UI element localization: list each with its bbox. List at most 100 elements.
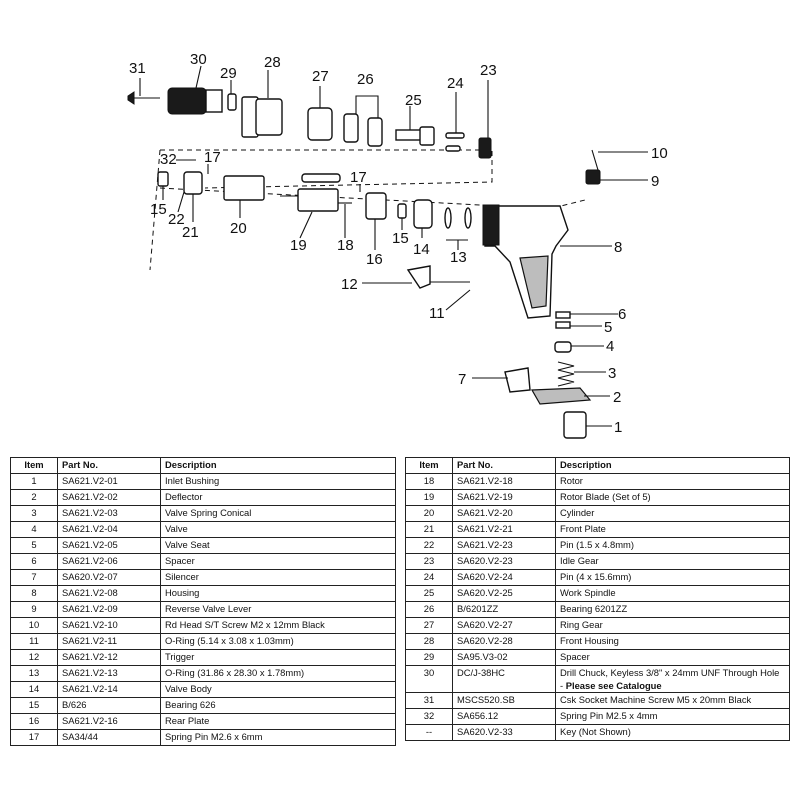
cell-description: Valve Seat bbox=[160, 537, 396, 554]
valve-seat-part bbox=[555, 321, 571, 329]
cell-item: 7 bbox=[10, 569, 58, 586]
cell-item: 12 bbox=[10, 649, 58, 666]
cell-description: Spacer bbox=[160, 553, 396, 570]
header-part-no: Part No. bbox=[452, 457, 556, 474]
cell-part-no: SA621.V2-09 bbox=[57, 601, 161, 618]
cell-part-no: SA621.V2-16 bbox=[57, 713, 161, 730]
cell-item: 29 bbox=[405, 649, 453, 666]
cell-description: Valve Body bbox=[160, 681, 396, 698]
trigger-part bbox=[406, 265, 431, 289]
cell-description-text: O-Ring (5.14 x 3.08 x 1.03mm) bbox=[165, 635, 294, 646]
cell-description-text: Valve Body bbox=[165, 683, 212, 694]
cell-part-no-text: SA621.V2-11 bbox=[62, 635, 118, 646]
cell-description-text: Valve bbox=[165, 523, 188, 534]
rear-plate-part bbox=[365, 192, 387, 220]
cell-description: Silencer bbox=[160, 569, 396, 586]
cell-description-text: Deflector bbox=[165, 491, 203, 502]
cell-part-no: SA621.V2-20 bbox=[452, 505, 556, 522]
cell-item: 10 bbox=[10, 617, 58, 634]
cell-part-no-text: SA621.V2-08 bbox=[62, 587, 118, 598]
cell-description: Valve bbox=[160, 521, 396, 538]
cell-description-text: Valve Seat bbox=[165, 539, 210, 550]
cell-part-no-text: SA620.V2-33 bbox=[457, 726, 513, 737]
cell-item: 17 bbox=[10, 729, 58, 746]
cell-description-text: Spring Pin M2.5 x 4mm bbox=[560, 710, 658, 721]
idle-gear-part bbox=[478, 137, 492, 159]
cell-description: Front Housing bbox=[555, 633, 790, 650]
cell-item: 20 bbox=[405, 505, 453, 522]
cell-description: Pin (1.5 x 4.8mm) bbox=[555, 537, 790, 554]
cell-part-no: SA620.V2-25 bbox=[452, 585, 556, 602]
cell-item-text: 16 bbox=[28, 715, 40, 726]
cell-description: Pin (4 x 15.6mm) bbox=[555, 569, 790, 586]
cell-item-text: 10 bbox=[28, 619, 40, 630]
callout-13: 13 bbox=[450, 249, 467, 266]
callout-15-b: 15 bbox=[392, 230, 409, 247]
inlet-bushing-part bbox=[563, 411, 587, 439]
cell-item-text: 6 bbox=[31, 555, 37, 566]
cell-part-no: SA621.V2-14 bbox=[57, 681, 161, 698]
pin-part-b bbox=[445, 145, 461, 152]
cell-description-text: Housing bbox=[165, 587, 200, 598]
cell-description-text: Trigger bbox=[165, 651, 195, 662]
rear-bearing-part bbox=[397, 203, 407, 219]
cell-part-no: SA621.V2-10 bbox=[57, 617, 161, 634]
cell-description-text: Key (Not Shown) bbox=[560, 726, 631, 737]
cell-item-text: 7 bbox=[31, 571, 37, 582]
cell-part-no: SA621.V2-12 bbox=[57, 649, 161, 666]
cell-item: 30 bbox=[405, 665, 453, 693]
callout-27: 27 bbox=[312, 68, 329, 85]
valve-part bbox=[554, 341, 572, 353]
cell-description: Idle Gear bbox=[555, 553, 790, 570]
cell-item-text: 3 bbox=[31, 507, 37, 518]
callout-29: 29 bbox=[220, 65, 237, 82]
cell-part-no-text: SA95.V3-02 bbox=[457, 651, 508, 662]
cell-part-no: SA621.V2-01 bbox=[57, 473, 161, 490]
cell-item: 24 bbox=[405, 569, 453, 586]
cell-part-no: SA621.V2-21 bbox=[452, 521, 556, 538]
cell-description: Bearing 626 bbox=[160, 697, 396, 714]
cell-description-text: Cylinder bbox=[560, 507, 595, 518]
cell-part-no: SA95.V3-02 bbox=[452, 649, 556, 666]
cell-description-text: Rotor Blade (Set of 5) bbox=[560, 491, 651, 502]
cell-item: 13 bbox=[10, 665, 58, 682]
cell-description-text: O-Ring (31.86 x 28.30 x 1.78mm) bbox=[165, 667, 305, 678]
cell-description: Bearing 6201ZZ bbox=[555, 601, 790, 618]
callout-19: 19 bbox=[290, 237, 307, 254]
cell-part-no-text: SA621.V2-02 bbox=[62, 491, 118, 502]
header-part-no: Part No. bbox=[57, 457, 161, 474]
cell-item-text: 26 bbox=[423, 603, 435, 614]
cell-description: Front Plate bbox=[555, 521, 790, 538]
cell-part-no: SA620.V2-33 bbox=[452, 724, 556, 741]
cell-item: 1 bbox=[10, 473, 58, 490]
callout-2: 2 bbox=[613, 389, 621, 406]
callout-28: 28 bbox=[264, 54, 281, 71]
header-description: Description bbox=[160, 457, 396, 474]
cell-part-no: SA621.V2-03 bbox=[57, 505, 161, 522]
cell-description: Spacer bbox=[555, 649, 790, 666]
cell-item: 5 bbox=[10, 537, 58, 554]
cell-part-no-text: SA621.V2-19 bbox=[457, 491, 513, 502]
cell-part-no-text: SA621.V2-18 bbox=[457, 475, 513, 486]
reverse-lever-part bbox=[585, 149, 601, 185]
cell-part-no-text: SA34/44 bbox=[62, 731, 98, 742]
cell-description: Work Spindle bbox=[555, 585, 790, 602]
cell-item-text: 24 bbox=[423, 571, 435, 582]
cell-description: Reverse Valve Lever bbox=[160, 601, 396, 618]
cell-item-text: 20 bbox=[423, 507, 435, 518]
callout-12: 12 bbox=[341, 276, 358, 293]
cell-part-no-text: SA621.V2-05 bbox=[62, 539, 118, 550]
callout-10: 10 bbox=[651, 145, 668, 162]
